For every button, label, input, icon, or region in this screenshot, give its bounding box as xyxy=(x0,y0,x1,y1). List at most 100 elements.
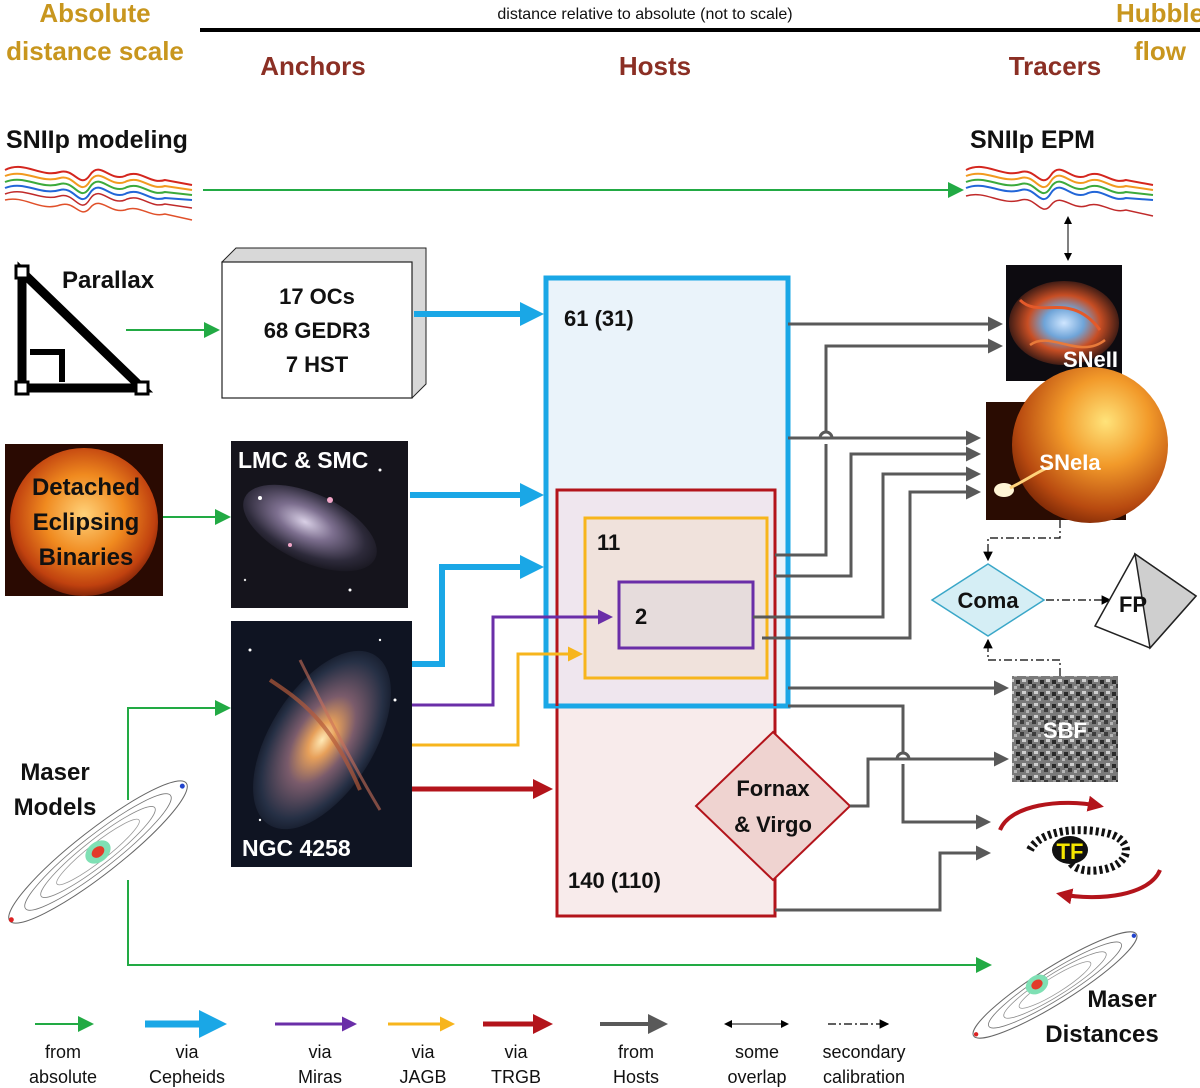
spiral-galaxy-icon xyxy=(1026,826,1130,875)
cepheid-to-tf-arrow xyxy=(788,704,988,822)
trgb-hosts-count: 140 (110) xyxy=(568,868,661,893)
legend-label-line1: from xyxy=(45,1042,81,1062)
coma-label: Coma xyxy=(957,588,1019,613)
deb-line3: Binaries xyxy=(39,544,134,571)
legend-label-line2: Miras xyxy=(298,1067,342,1087)
fornax-virgo-to-sbf-arrow xyxy=(850,751,1009,808)
lmc-smc-node: LMC & SMC xyxy=(231,441,408,608)
legend-item-via-miras: via Miras xyxy=(275,1016,357,1087)
galaxy-image xyxy=(243,484,377,572)
snii-modeling-label: SNIIp modeling xyxy=(6,126,188,154)
sbf-to-coma-arrow xyxy=(983,638,1061,676)
maser-distances-line2: Distances xyxy=(1045,1021,1158,1048)
jagb-hosts-count: 11 xyxy=(597,530,620,555)
maser-to-distances-arrow xyxy=(127,880,992,973)
parallax-triangle-icon xyxy=(14,261,154,396)
legend-label-line2: Cepheids xyxy=(149,1067,225,1087)
legend-label-line2: Hosts xyxy=(613,1067,659,1087)
mira-hosts-count: 2 xyxy=(635,604,647,629)
legend-item-via-cepheids: via Cepheids xyxy=(145,1010,227,1087)
header-right-title-line2: flow xyxy=(1134,36,1187,66)
header-left-title-line2: distance scale xyxy=(6,36,184,66)
snii-modeling-node: SNIIp modeling xyxy=(4,126,193,221)
maser-models-node: Maser Models xyxy=(8,759,188,924)
legend-item-from-hosts: from Hosts xyxy=(600,1014,668,1087)
maser-to-ngc4258-arrow xyxy=(127,700,231,800)
maser-disk-icon xyxy=(8,780,188,924)
sbf-label: SBF xyxy=(1043,718,1087,743)
trgb-to-snia-arrow xyxy=(775,446,981,578)
fp-label: FP xyxy=(1119,592,1147,617)
header: Absolute distance scale Hubble flow dist… xyxy=(6,0,1200,81)
snii-node: SNeII xyxy=(1006,265,1122,381)
fornax-virgo-line1: Fornax xyxy=(736,776,810,801)
snia-node: SNeIa xyxy=(986,367,1168,523)
mira-hosts-box xyxy=(617,580,755,650)
host-to-tracer-arrows xyxy=(753,316,1009,912)
column-tracers: Tracers xyxy=(1009,51,1102,81)
maser-models-line2: Models xyxy=(14,794,97,821)
star-image xyxy=(10,448,158,596)
legend-label-line1: from xyxy=(618,1042,654,1062)
legend-label-line2: overlap xyxy=(727,1067,786,1087)
legend-label-line1: via xyxy=(411,1042,435,1062)
header-right-title-line1: Hubble xyxy=(1116,0,1200,28)
maser-disk-icon xyxy=(972,931,1138,1039)
jagb-to-snia-arrow xyxy=(762,484,981,640)
spectrum-plot-icon xyxy=(965,165,1154,217)
legend-label-line2: calibration xyxy=(823,1067,905,1087)
parallax-label: Parallax xyxy=(62,267,155,294)
parallax-node: Parallax xyxy=(14,261,155,396)
legend-label-line1: secondary xyxy=(822,1042,905,1062)
mira-to-snia-arrow xyxy=(753,466,981,619)
cepheid-hosts-box xyxy=(543,275,791,709)
legend-label-line2: TRGB xyxy=(491,1067,541,1087)
trgb-to-tf-arrow xyxy=(775,845,991,912)
legend-label-line1: via xyxy=(175,1042,199,1062)
snii-epm-node: SNIIp EPM xyxy=(965,126,1154,217)
galaxy-image xyxy=(253,650,391,830)
tf-label: TF xyxy=(1057,839,1084,864)
legend-item-some-overlap: some overlap xyxy=(724,1020,789,1087)
maser-distances-line1: Maser xyxy=(1087,986,1156,1013)
fp-node: FP xyxy=(1093,552,1198,650)
legend-label-line2: JAGB xyxy=(399,1067,446,1087)
parallax-box-line3: 7 HST xyxy=(286,352,349,377)
ngc4258-to-mira-hosts-arrow xyxy=(412,609,613,707)
star-image xyxy=(1012,367,1168,523)
maser-distances-node: Maser Distances xyxy=(972,931,1159,1048)
legend-label-line1: via xyxy=(504,1042,528,1062)
trgb-to-snii-arrow xyxy=(775,346,1000,557)
axis-caption: distance relative to absolute (not to sc… xyxy=(497,6,792,23)
legend-label-line2: absolute xyxy=(29,1067,97,1087)
legend-label-line1: some xyxy=(735,1042,779,1062)
fornax-virgo-node: Fornax & Virgo xyxy=(694,730,852,882)
ngc4258-to-jagb-hosts-arrow xyxy=(412,646,583,747)
deb-line1: Detached xyxy=(32,474,140,501)
snii-epm-label: SNIIp EPM xyxy=(970,126,1095,154)
coma-node: Coma xyxy=(930,563,1046,637)
column-hosts: Hosts xyxy=(619,51,691,81)
header-left-title-line1: Absolute xyxy=(39,0,150,28)
legend-item-secondary-calibration: secondary calibration xyxy=(822,1019,906,1087)
spectrum-plot-icon xyxy=(4,165,193,221)
white-dwarf-image xyxy=(994,483,1014,497)
legend-item-from-absolute: from absolute xyxy=(29,1016,97,1087)
parallax-box-line2: 68 GEDR3 xyxy=(264,318,370,343)
crab-nebula-image xyxy=(1009,281,1119,365)
ngc4258-to-cepheid-hosts-arrow xyxy=(412,555,544,667)
parallax-samples-box: 17 OCs 68 GEDR3 7 HST xyxy=(221,247,427,399)
legend-label-line1: via xyxy=(308,1042,332,1062)
snia-label: SNeIa xyxy=(1039,450,1101,475)
deb-node: Detached Eclipsing Binaries xyxy=(5,444,163,596)
column-anchors: Anchors xyxy=(260,51,365,81)
cepheid-hosts-count: 61 (31) xyxy=(564,306,634,331)
legend-item-via-jagb: via JAGB xyxy=(388,1016,455,1087)
snia-to-coma-arrow xyxy=(983,520,1061,562)
sbf-node: SBF xyxy=(1012,676,1118,782)
maser-models-line1: Maser xyxy=(20,759,89,786)
sbf-noise-image xyxy=(1012,676,1118,782)
fornax-virgo-line2: & Virgo xyxy=(734,812,812,837)
ngc4258-label: NGC 4258 xyxy=(242,835,351,861)
